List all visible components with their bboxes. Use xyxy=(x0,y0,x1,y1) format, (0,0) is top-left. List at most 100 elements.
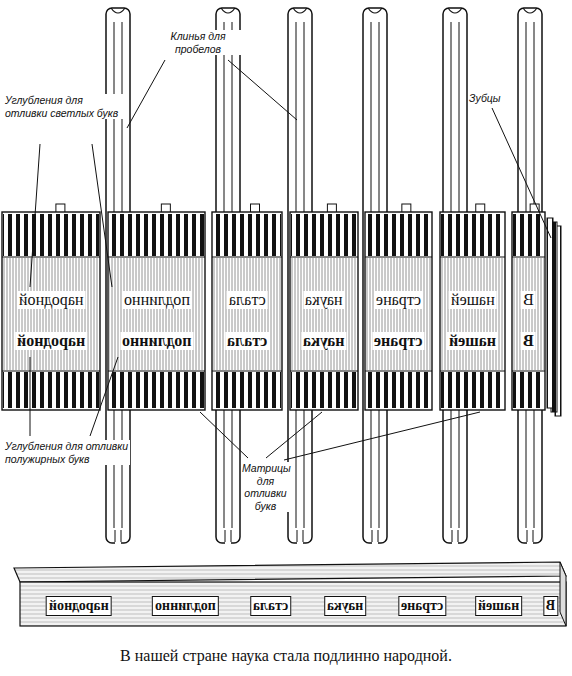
light-letters: народной xyxy=(17,291,85,309)
matrix-edge xyxy=(512,371,545,372)
light-letters: стала xyxy=(227,291,268,309)
bold-letters: В xyxy=(521,332,536,350)
matrix-face xyxy=(366,258,431,370)
matrix-group xyxy=(512,212,545,410)
matrix-group xyxy=(290,212,358,410)
slug-front xyxy=(20,582,566,626)
matrix-edge xyxy=(2,257,100,258)
callout-label: Зубцы xyxy=(468,92,514,105)
leader-line xyxy=(266,412,322,458)
bold-letters: стране xyxy=(372,332,424,350)
wedge-fork xyxy=(452,530,453,542)
wedge-fork xyxy=(225,530,231,544)
matrix-edge xyxy=(290,371,358,372)
wedge-fork xyxy=(372,530,378,544)
wedge-notch xyxy=(293,8,307,13)
bold-letters: подлинно xyxy=(120,332,193,350)
bold-letters: народной xyxy=(15,332,87,350)
matrix-face xyxy=(291,258,357,370)
wedge-fork xyxy=(115,530,121,544)
slug-letters: В xyxy=(543,596,558,616)
matrix-face xyxy=(441,258,504,370)
matrix-edge xyxy=(108,371,205,372)
matrix-edge xyxy=(2,371,100,372)
matrix-edge xyxy=(212,371,282,372)
matrix-teeth xyxy=(513,214,544,256)
slug-letters: нашей xyxy=(475,596,522,616)
matrix-group xyxy=(212,212,282,410)
wedge-notch xyxy=(111,8,125,13)
slug-letters: наука xyxy=(324,596,366,616)
slug-letters: подлинно xyxy=(152,596,219,616)
matrix-teeth xyxy=(3,372,99,408)
light-letters: В xyxy=(521,291,536,309)
matrix-face xyxy=(3,258,99,370)
matrix-teeth xyxy=(3,214,99,256)
wedge-fork xyxy=(372,530,373,542)
matrix-edge xyxy=(440,257,505,258)
matrix-teeth xyxy=(213,214,281,256)
matrix-face xyxy=(213,258,281,370)
wedge-fork xyxy=(297,530,298,542)
wedge-fork xyxy=(452,530,458,544)
matrix-edge xyxy=(440,371,505,372)
wedge-fork xyxy=(378,530,379,542)
wedge-notch xyxy=(221,8,235,13)
matrix-group xyxy=(2,212,100,410)
slug-letters: стране xyxy=(398,596,446,616)
bold-letters: нашей xyxy=(447,332,498,350)
leader-line xyxy=(492,108,551,238)
matrix-teeth xyxy=(441,214,504,256)
bold-letters: наука xyxy=(301,332,346,350)
matrix-teeth xyxy=(441,372,504,408)
wedge-fork xyxy=(527,530,528,542)
slug-top xyxy=(14,562,566,582)
leader-line xyxy=(90,357,118,436)
leader-line xyxy=(228,60,297,120)
matrix-edge xyxy=(212,257,282,258)
wedge-fork xyxy=(121,530,122,542)
matrix-group xyxy=(365,212,432,410)
wedge-fork xyxy=(225,530,226,542)
callout-label: Клинья для пробелов xyxy=(148,30,248,55)
light-letters: наука xyxy=(303,291,344,309)
slug-letters: стала xyxy=(250,596,291,616)
leader-line xyxy=(92,144,112,287)
callout-label: Углубления для отливки полужирных букв xyxy=(4,440,130,465)
matrix-edge xyxy=(365,371,432,372)
light-letters: подлинно xyxy=(122,291,192,309)
matrix-teeth xyxy=(109,214,204,256)
leader-line xyxy=(30,144,40,287)
leader-line xyxy=(200,412,248,458)
matrix-teeth xyxy=(109,372,204,408)
wedge-notch xyxy=(448,8,462,13)
matrix-face xyxy=(109,258,204,370)
matrix-edge xyxy=(290,257,358,258)
matrix-teeth xyxy=(291,372,357,408)
callout-label: Углубления для отливки светлых букв xyxy=(4,94,126,119)
matrix-plate xyxy=(547,218,553,408)
slug-letters: народной xyxy=(46,596,112,616)
wedge-fork xyxy=(297,530,303,544)
callout-label: Матрицы для отливки букв xyxy=(241,462,290,512)
matrix-teeth xyxy=(366,372,431,408)
light-letters: стране xyxy=(374,291,423,309)
matrix-teeth xyxy=(513,372,544,408)
matrix-edge xyxy=(365,257,432,258)
wedge-fork xyxy=(115,530,116,542)
matrix-teeth xyxy=(291,214,357,256)
wedge-fork xyxy=(303,530,304,542)
matrix-edge xyxy=(512,257,545,258)
leader-line xyxy=(30,357,31,436)
leader-line xyxy=(127,60,165,128)
matrix-group xyxy=(108,212,205,410)
matrix-edge xyxy=(108,257,205,258)
matrix-face xyxy=(513,258,544,370)
bold-letters: стала xyxy=(225,332,269,350)
caption: В нашей стране наука стала подлинно наро… xyxy=(120,646,452,665)
wedge-notch xyxy=(368,8,382,13)
slug-end xyxy=(560,562,566,626)
leader-line xyxy=(284,412,480,460)
wedge-fork xyxy=(527,530,533,544)
